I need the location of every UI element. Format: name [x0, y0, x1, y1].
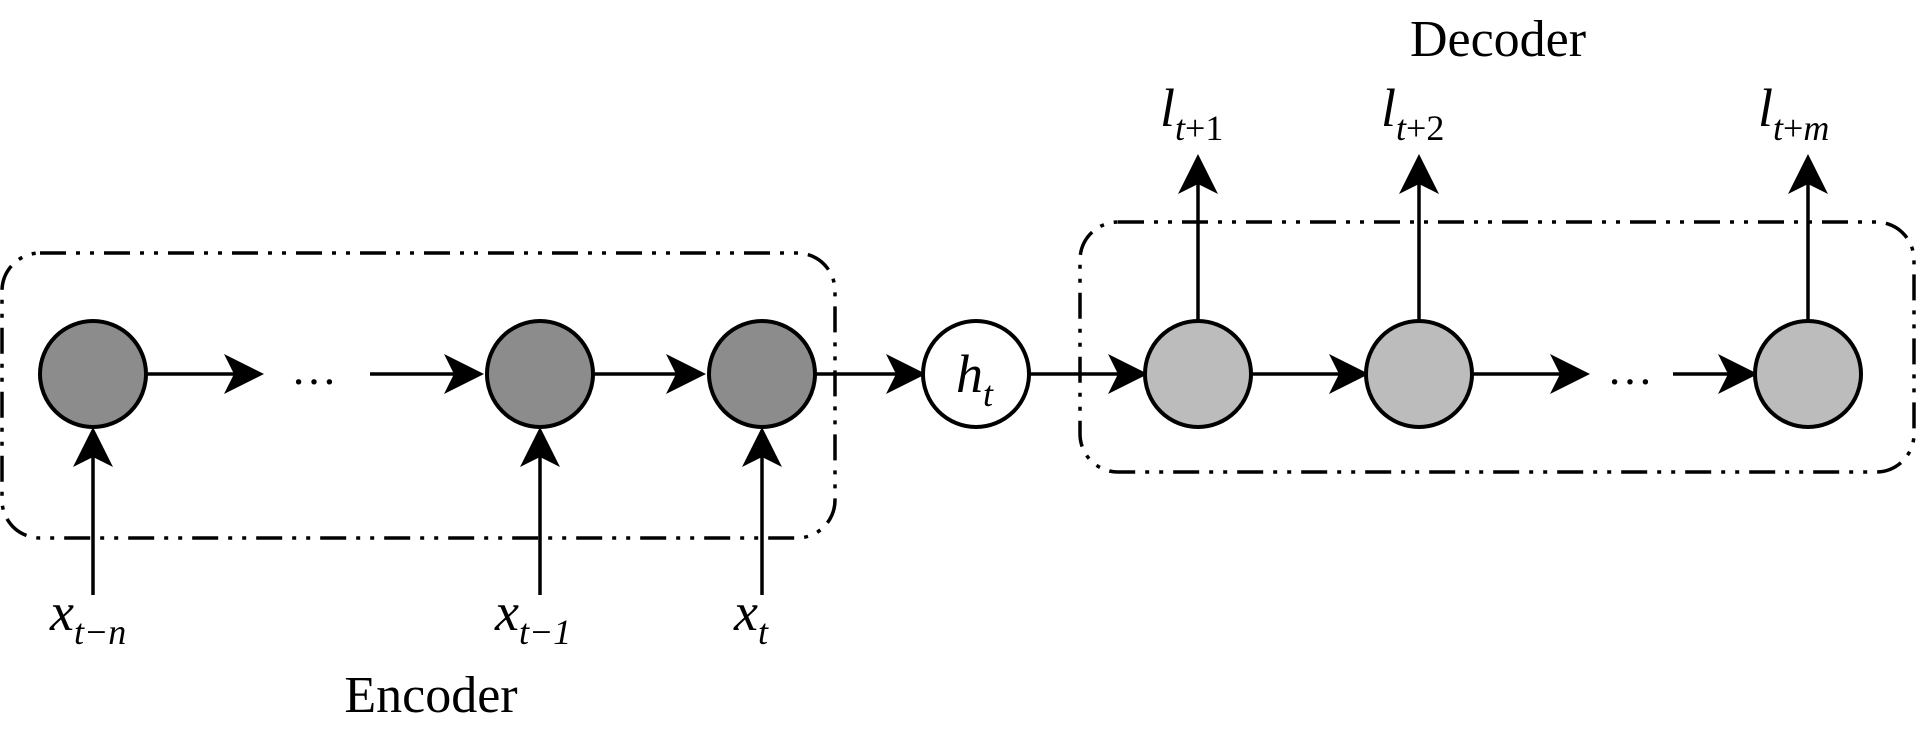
output-label-l-tm: lt+m: [1758, 78, 1829, 148]
hidden-state-label: ht: [956, 344, 994, 414]
decoder-node-3: [1753, 319, 1863, 429]
encoder-box: [0, 251, 837, 540]
encoder-node-3: [707, 319, 817, 429]
input-label-x-t: xt: [733, 582, 769, 652]
decoder-node-1: [1143, 319, 1253, 429]
encoder-title: Encoder: [344, 667, 517, 724]
output-label-l-t2: lt+2: [1381, 78, 1444, 148]
encoder-node-2: [485, 319, 595, 429]
output-label-l-t1: lt+1: [1160, 78, 1223, 148]
decoder-title: Decoder: [1410, 11, 1586, 68]
decoder-node-2: [1364, 319, 1474, 429]
decoder-box: [1078, 220, 1916, 474]
input-label-x-t-1: xt−1: [494, 582, 571, 652]
decoder-ellipsis: …: [1607, 343, 1653, 394]
output-label-m: m: [1803, 108, 1829, 148]
input-label-x-t-n: xt−n: [49, 582, 126, 652]
encoder-node-1: [38, 319, 148, 429]
encoder-ellipsis: …: [291, 343, 337, 394]
hidden-state-node: [921, 319, 1031, 429]
